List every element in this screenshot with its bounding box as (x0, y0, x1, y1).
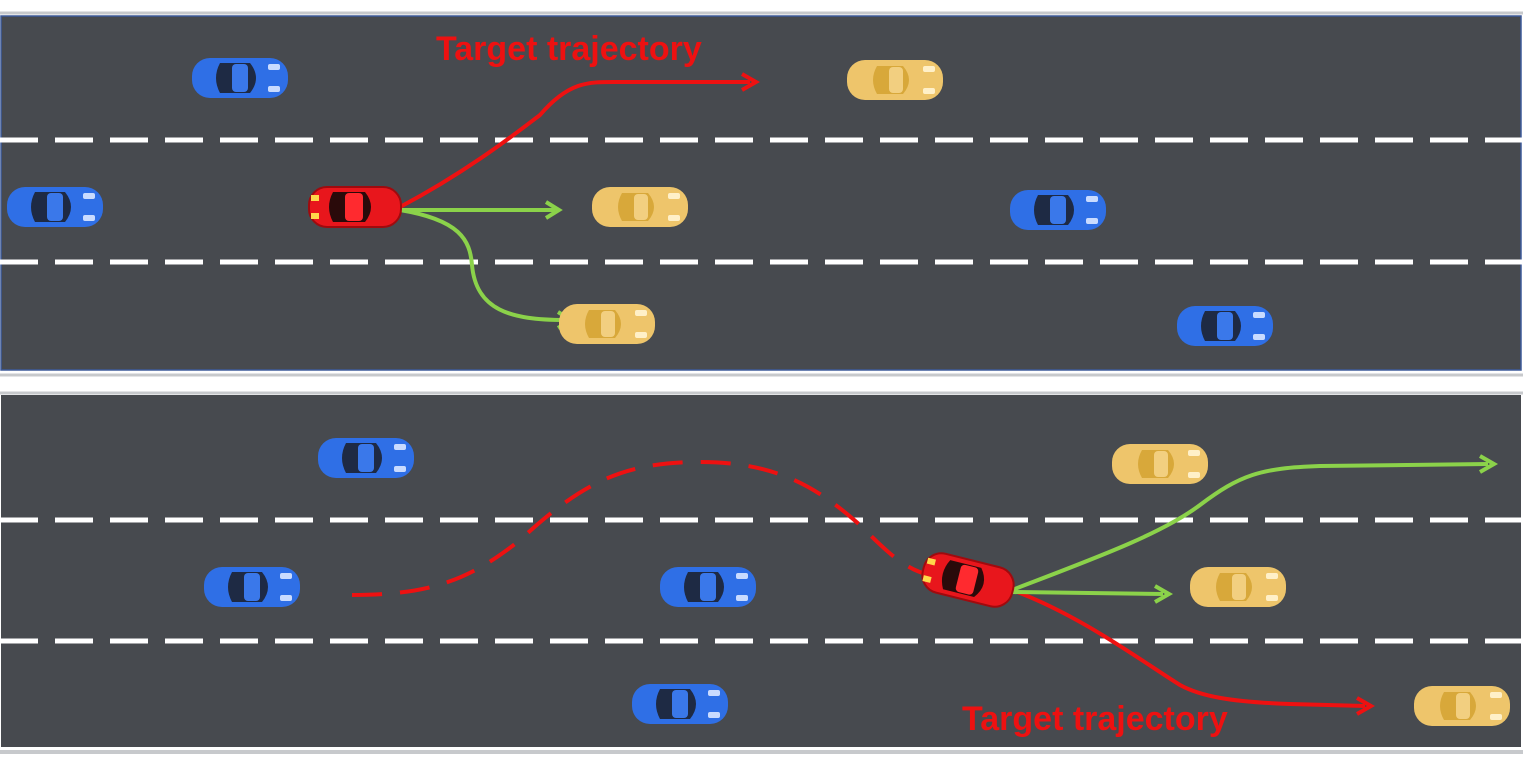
target-trajectory-label: Target trajectory (962, 700, 1228, 738)
scenario-panel-top: Target trajectory (0, 10, 1523, 380)
blue-car-icon (660, 567, 756, 607)
blue-car-icon (318, 438, 414, 478)
target-trajectory-line (1011, 588, 1366, 708)
blue-car-icon (1177, 306, 1273, 346)
arrowhead-icon (1479, 454, 1499, 474)
arrowhead-icon (741, 72, 761, 92)
yellow-car-icon (1414, 686, 1510, 726)
target-trajectory-line (399, 79, 750, 209)
yellow-car-icon (559, 304, 655, 344)
scenario-top-svg: Target trajectory (0, 11, 1523, 377)
scenario-panel-bottom: Target trajectory (0, 390, 1523, 760)
yellow-car-icon (847, 60, 943, 100)
yellow-car-icon (1190, 567, 1286, 607)
scenario-bottom-svg: Target trajectory (0, 391, 1523, 754)
arrowhead-icon (1356, 696, 1376, 716)
blue-car-icon (204, 567, 300, 607)
candidate-trajectory-line (399, 208, 566, 322)
arrowhead-icon (544, 200, 563, 220)
candidate-trajectory-line (1011, 462, 1489, 592)
blue-car-icon (632, 684, 728, 724)
red-car-icon (308, 186, 402, 228)
blue-car-icon (1010, 190, 1106, 230)
red-car-icon (921, 552, 1015, 608)
candidate-trajectory-line (1011, 590, 1164, 596)
yellow-car-icon (592, 187, 688, 227)
past-trajectory-line (351, 459, 931, 597)
target-trajectory-label: Target trajectory (436, 30, 702, 68)
yellow-car-icon (1112, 444, 1208, 484)
blue-car-icon (192, 58, 288, 98)
blue-car-icon (7, 187, 103, 227)
arrowhead-icon (1154, 584, 1174, 604)
